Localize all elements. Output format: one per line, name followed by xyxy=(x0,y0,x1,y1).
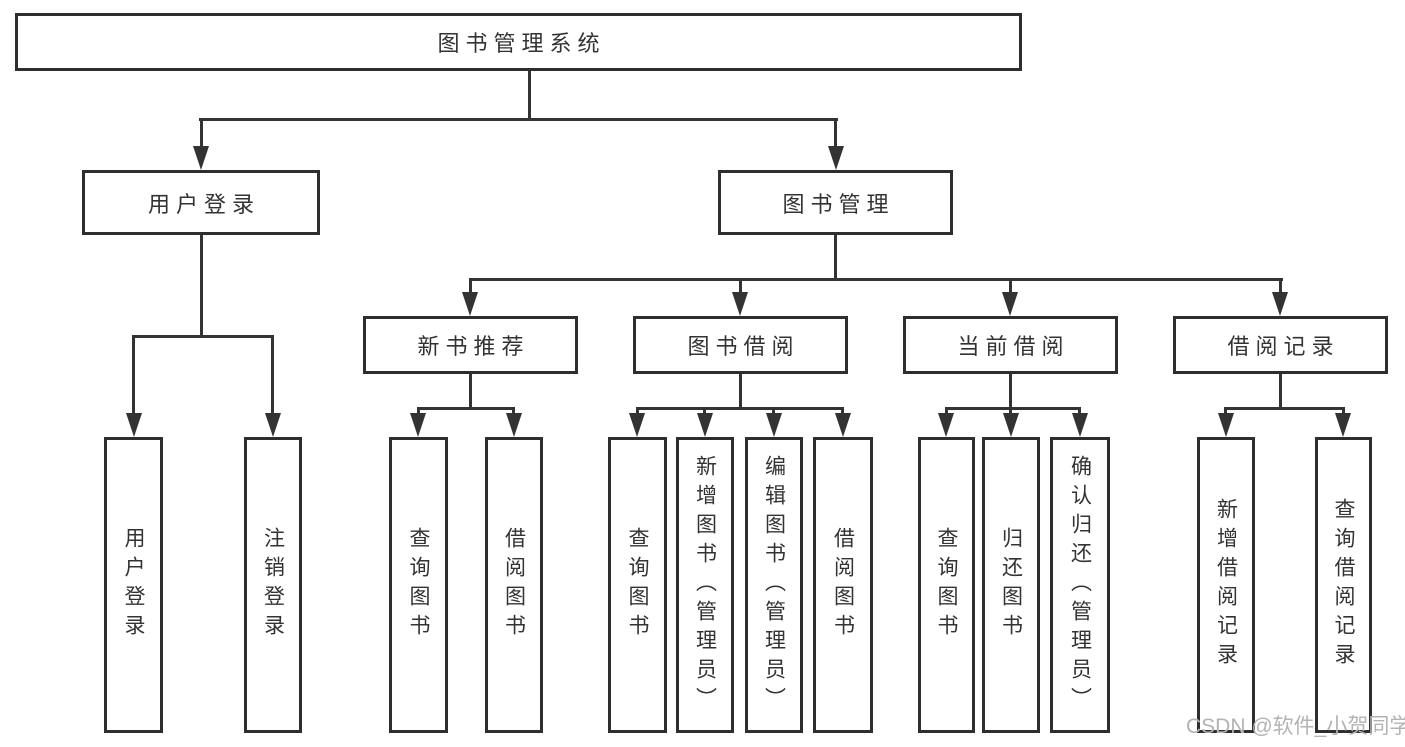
leaf-borrow-books-recommend-label: 借阅图书 xyxy=(502,527,526,643)
connector-to-borrow-records xyxy=(1279,278,1282,296)
leaf-edit-books-admin: 编辑图书（管理员） xyxy=(745,437,803,733)
node-user-login-label: 用户登录 xyxy=(147,191,260,217)
leaf-add-books-admin: 新增图书（管理员） xyxy=(676,437,734,733)
arrowhead-leaf xyxy=(1335,413,1351,437)
leaf-return-books: 归还图书 xyxy=(982,437,1040,733)
node-current-borrow-label: 当前借阅 xyxy=(957,334,1070,359)
connector-to-new-book xyxy=(469,278,472,296)
connector-book-borrow-bar xyxy=(636,407,844,410)
connector-to-current-borrow xyxy=(1009,278,1012,296)
connector-to-leaf-logout xyxy=(271,335,274,415)
connector-user-login-bar xyxy=(132,335,274,338)
node-root: 图书管理系统 xyxy=(15,13,1022,71)
arrowhead-to-leaf-login xyxy=(126,413,142,437)
connector-leaf-drop xyxy=(417,407,420,417)
node-new-book-recommend-label: 新书推荐 xyxy=(417,334,530,359)
leaf-borrow-books: 借阅图书 xyxy=(813,437,873,733)
arrowhead-to-book-borrow xyxy=(732,292,748,316)
leaf-query-books-current-label: 查询图书 xyxy=(935,527,958,643)
leaf-query-books-current: 查询图书 xyxy=(918,437,975,733)
connector-level1-bar xyxy=(199,118,838,121)
leaf-logout: 注销登录 xyxy=(244,437,302,733)
node-new-book-recommend: 新书推荐 xyxy=(363,316,578,374)
connector-new-book-stem xyxy=(469,374,472,409)
arrowhead-leaf xyxy=(629,413,645,437)
node-user-login: 用户登录 xyxy=(82,170,320,235)
leaf-query-books-recommend-label: 查询图书 xyxy=(407,527,430,643)
arrowhead-to-current-borrow xyxy=(1002,292,1018,316)
arrowhead-to-new-book xyxy=(462,292,478,316)
leaf-query-books-recommend: 查询图书 xyxy=(389,437,448,733)
node-book-management-label: 图书管理 xyxy=(782,191,895,217)
arrowhead-leaf xyxy=(938,413,954,437)
leaf-borrow-books-label: 借阅图书 xyxy=(831,527,855,643)
arrowhead-leaf xyxy=(506,413,522,437)
leaf-logout-label: 注销登录 xyxy=(261,527,285,643)
connector-current-borrow-stem xyxy=(1009,374,1012,409)
arrowhead-leaf xyxy=(1003,413,1019,437)
connector-leaf-drop xyxy=(772,407,775,417)
leaf-return-books-label: 归还图书 xyxy=(999,527,1023,643)
node-root-label: 图书管理系统 xyxy=(437,31,606,56)
node-borrow-records-label: 借阅记录 xyxy=(1227,334,1340,359)
leaf-user-login: 用户登录 xyxy=(104,437,163,733)
arrowhead-leaf xyxy=(1218,413,1234,437)
csdn-watermark: CSDN @软件_小贺同学 xyxy=(1186,715,1405,738)
connector-to-user-login xyxy=(200,118,203,150)
leaf-user-login-label: 用户登录 xyxy=(122,527,145,643)
leaf-borrow-books-recommend: 借阅图书 xyxy=(485,437,543,733)
connector-leaf-drop xyxy=(636,407,639,417)
node-book-management: 图书管理 xyxy=(718,170,953,235)
connector-to-leaf-login xyxy=(132,335,135,415)
connector-borrow-records-stem xyxy=(1279,374,1282,409)
arrowhead-to-leaf-logout xyxy=(265,413,281,437)
leaf-query-books-borrow-label: 查询图书 xyxy=(626,527,649,643)
arrowhead-leaf xyxy=(766,413,782,437)
connector-book-borrow-stem xyxy=(739,374,742,409)
connector-root-stem xyxy=(528,71,531,120)
leaf-confirm-return-admin: 确认归还（管理员） xyxy=(1050,437,1110,733)
connector-leaf-drop xyxy=(1342,407,1345,417)
connector-leaf-drop xyxy=(512,407,515,417)
connector-leaf-drop xyxy=(1009,407,1012,417)
connector-borrow-records-bar xyxy=(1224,407,1345,410)
connector-leaf-drop xyxy=(1224,407,1227,417)
connector-current-borrow-bar xyxy=(945,407,1081,410)
arrowhead-leaf xyxy=(835,413,851,437)
leaf-add-borrow-record-label: 新增借阅记录 xyxy=(1214,498,1238,672)
connector-book-management-stem xyxy=(834,235,837,280)
arrowhead-leaf xyxy=(697,413,713,437)
leaf-add-books-admin-label: 新增图书（管理员） xyxy=(693,454,717,716)
node-current-borrow: 当前借阅 xyxy=(903,316,1118,374)
connector-new-book-bar xyxy=(417,407,515,410)
leaf-add-borrow-record: 新增借阅记录 xyxy=(1197,437,1255,733)
leaf-query-books-borrow: 查询图书 xyxy=(608,437,667,733)
node-book-borrow: 图书借阅 xyxy=(633,316,848,374)
connector-leaf-drop xyxy=(841,407,844,417)
node-book-borrow-label: 图书借阅 xyxy=(687,334,800,359)
leaf-edit-books-admin-label: 编辑图书（管理员） xyxy=(762,454,786,716)
node-borrow-records: 借阅记录 xyxy=(1173,316,1388,374)
arrowhead-leaf xyxy=(410,413,426,437)
leaf-confirm-return-admin-label: 确认归还（管理员） xyxy=(1068,454,1092,716)
connector-leaf-drop xyxy=(945,407,948,417)
leaf-query-borrow-record: 查询借阅记录 xyxy=(1315,437,1372,733)
connector-leaf-drop xyxy=(703,407,706,417)
connector-to-book-management xyxy=(834,118,837,150)
arrowhead-leaf xyxy=(1072,413,1088,437)
arrowhead-to-user-login xyxy=(193,146,209,170)
connector-leaf-drop xyxy=(1078,407,1081,417)
connector-to-book-borrow xyxy=(739,278,742,296)
arrowhead-to-book-management xyxy=(828,146,844,170)
connector-user-login-stem xyxy=(200,235,203,337)
connector-level2-bar xyxy=(469,278,1283,281)
arrowhead-to-borrow-records xyxy=(1272,292,1288,316)
leaf-query-borrow-record-label: 查询借阅记录 xyxy=(1332,498,1355,672)
